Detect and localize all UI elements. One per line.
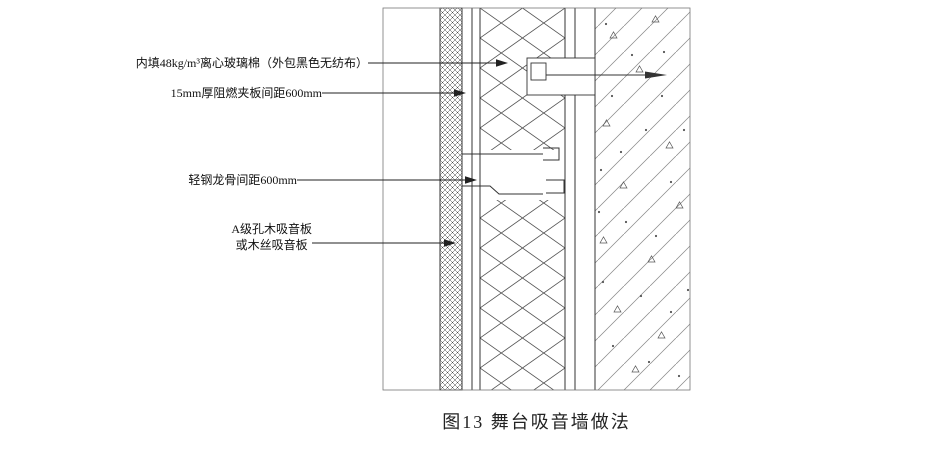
label-acoustic-panel-line1: A级孔木吸音板 (231, 222, 312, 236)
concrete-wall (595, 8, 690, 390)
concrete-aggregate-marks (599, 15, 684, 373)
concrete-dot-marks (597, 22, 690, 378)
arrow-icon (496, 59, 508, 67)
label-acoustic-panel-line2: 或木丝吸音板 (235, 238, 308, 252)
arrow-icon (444, 239, 456, 247)
leader-arrowheads (444, 59, 508, 247)
figure-caption: 图13 舞台吸音墙做法 (442, 412, 631, 432)
label-steel-keel: 轻钢龙骨间距600mm (188, 173, 297, 187)
acoustic-panel-layer (439, 7, 463, 391)
bolt-arrow-icon (645, 71, 667, 79)
arrow-icon (454, 89, 466, 97)
leader-lines (297, 62, 496, 244)
arrow-icon (465, 176, 477, 184)
label-plywood: 15mm厚阻燃夹板间距600mm (170, 86, 322, 100)
label-acoustic-panel: A级孔木吸音板 或木丝吸音板 (231, 221, 312, 253)
label-glass-wool: 内填48kg/m³离心玻璃棉（外包黑色无纺布） (135, 56, 368, 70)
steel-keel-detail (462, 147, 565, 195)
glass-wool-insulation (480, 8, 565, 390)
anchor-bolt-detail (526, 57, 667, 96)
section-boundary (382, 7, 691, 391)
